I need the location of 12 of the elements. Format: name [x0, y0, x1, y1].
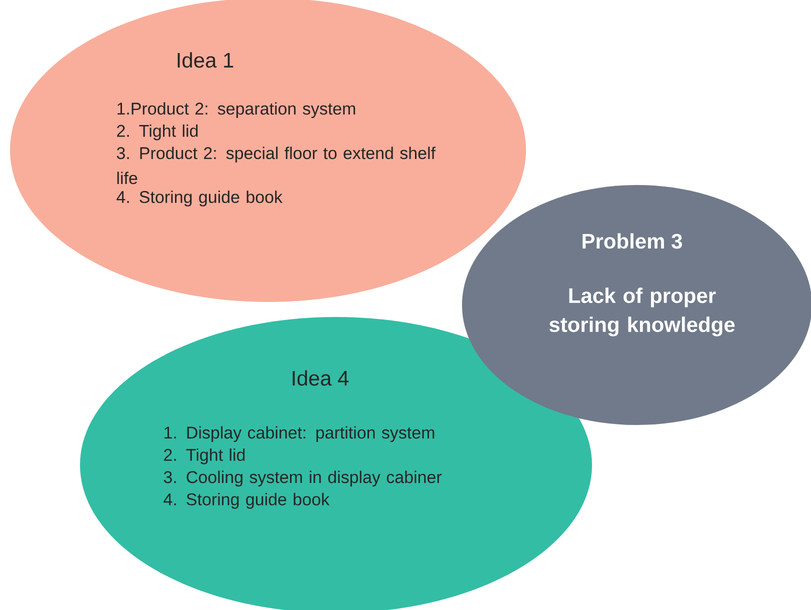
list-item: 1. Display cabinet: partition system [164, 426, 434, 442]
list-item: 4. Storing guide book [164, 492, 330, 509]
heading: Problem 3 [582, 233, 682, 249]
list-item: 2. Tight lid [117, 124, 198, 140]
list-item: 2. Tight lid [164, 448, 245, 464]
list-item: 3. Product 2: special floor to extend shelf life [116, 146, 436, 184]
list-item: 3. Cooling system in display cabiner [164, 470, 442, 487]
heading: Idea 4 [292, 370, 349, 386]
list-item: 1.Product 2: separation system [118, 102, 356, 118]
problem-text: Lack of proper storing knowledge [549, 288, 735, 336]
list-item: 4. Storing guide book [116, 190, 283, 206]
heading: Idea 1 [178, 52, 234, 68]
